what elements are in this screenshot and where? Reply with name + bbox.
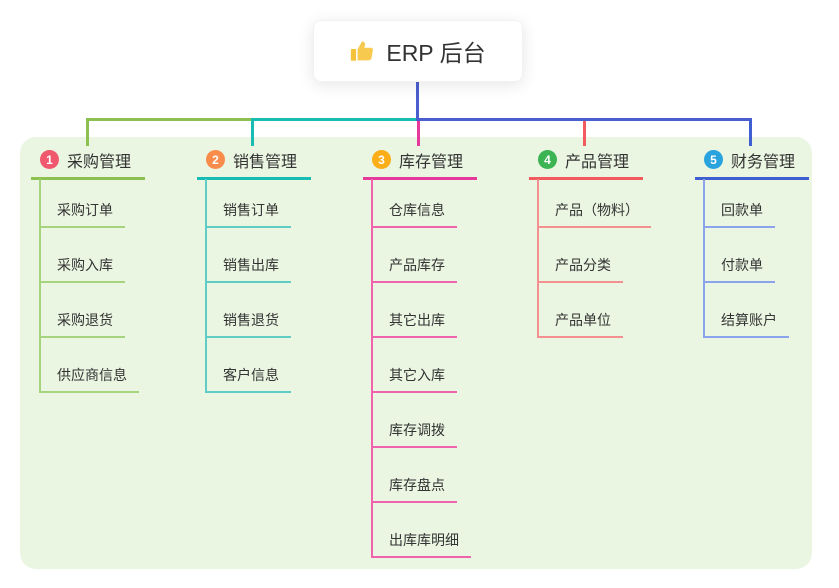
badge-3: 3 xyxy=(372,150,391,169)
badge-5: 5 xyxy=(704,150,723,169)
node-stock-transfer[interactable]: 库存调拨 xyxy=(371,420,457,448)
node-sales-return[interactable]: 销售退货 xyxy=(205,310,291,338)
connector-trunk xyxy=(371,179,373,558)
connector-h-green xyxy=(86,118,253,121)
connector-drop-inventory xyxy=(417,121,420,146)
badge-4: 4 xyxy=(538,150,557,169)
node-receipt-bill[interactable]: 回款单 xyxy=(703,200,775,228)
branch-label: 产品管理 xyxy=(565,153,630,171)
branch-header-purchase[interactable]: 1 采购管理 xyxy=(31,146,145,180)
node-customer-info[interactable]: 客户信息 xyxy=(205,365,291,393)
node-payment-bill[interactable]: 付款单 xyxy=(703,255,775,283)
branch-label: 库存管理 xyxy=(399,153,464,171)
branch-label: 采购管理 xyxy=(67,153,132,171)
connector-trunk xyxy=(205,179,207,393)
node-warehouse-info[interactable]: 仓库信息 xyxy=(371,200,457,228)
connector-drop-finance xyxy=(749,120,752,146)
node-product-unit[interactable]: 产品单位 xyxy=(537,310,623,338)
branch-label: 财务管理 xyxy=(731,153,796,171)
root-node-label: ERP 后台 xyxy=(386,40,486,66)
branches-panel xyxy=(20,137,812,569)
node-product-material[interactable]: 产品（物料） xyxy=(537,200,651,228)
badge-2: 2 xyxy=(206,150,225,169)
connector-h-teal xyxy=(251,118,418,121)
branch-header-inventory[interactable]: 3 库存管理 xyxy=(363,146,477,180)
node-sales-order[interactable]: 销售订单 xyxy=(205,200,291,228)
node-stock-taking[interactable]: 库存盘点 xyxy=(371,475,457,503)
node-other-outbound[interactable]: 其它出库 xyxy=(371,310,457,338)
node-purchase-order[interactable]: 采购订单 xyxy=(39,200,125,228)
node-purchase-return[interactable]: 采购退货 xyxy=(39,310,125,338)
node-settlement-account[interactable]: 结算账户 xyxy=(703,310,789,338)
connector-drop-product xyxy=(583,121,586,146)
node-product-category[interactable]: 产品分类 xyxy=(537,255,623,283)
node-purchase-inbound[interactable]: 采购入库 xyxy=(39,255,125,283)
node-other-inbound[interactable]: 其它入库 xyxy=(371,365,457,393)
node-sales-outbound[interactable]: 销售出库 xyxy=(205,255,291,283)
root-node-erp[interactable]: ERP 后台 xyxy=(313,20,523,82)
node-supplier-info[interactable]: 供应商信息 xyxy=(39,365,139,393)
branch-header-product[interactable]: 4 产品管理 xyxy=(529,146,643,180)
thumbs-up-icon xyxy=(350,38,376,64)
connector-drop-sales xyxy=(251,120,254,146)
connector-h-blue xyxy=(416,118,752,121)
branch-header-sales[interactable]: 2 销售管理 xyxy=(197,146,311,180)
connector-root-drop xyxy=(416,82,419,119)
connector-trunk xyxy=(703,179,705,338)
branch-label: 销售管理 xyxy=(233,153,298,171)
badge-1: 1 xyxy=(40,150,59,169)
node-product-stock[interactable]: 产品库存 xyxy=(371,255,457,283)
connector-trunk xyxy=(537,179,539,338)
connector-drop-purchase xyxy=(86,120,89,146)
branch-header-finance[interactable]: 5 财务管理 xyxy=(695,146,809,180)
node-outbound-detail[interactable]: 出库库明细 xyxy=(371,530,471,558)
connector-trunk xyxy=(39,179,41,393)
